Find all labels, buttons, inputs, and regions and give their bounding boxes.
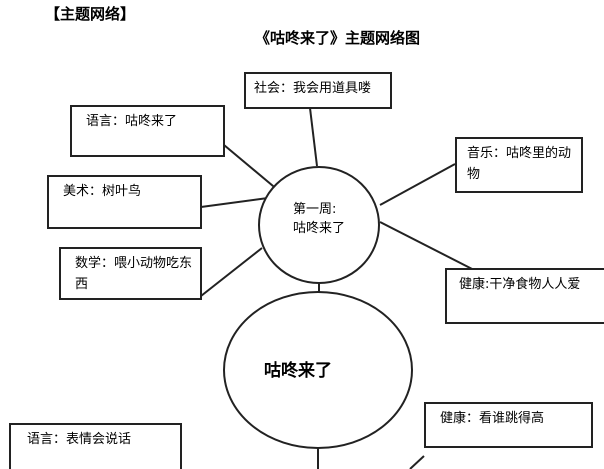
main-circle	[223, 291, 413, 449]
week-topic: 咕咚来了	[293, 221, 346, 236]
node-language-2: 语言：表情会说话	[9, 423, 182, 469]
node-health-2: 健康：看谁跳得高	[424, 402, 593, 448]
week-label: 第一周:	[293, 202, 337, 217]
section-heading: 【主题网络】	[45, 5, 136, 23]
node-social: 社会：我会用道具喽	[244, 72, 392, 109]
connector-health1	[379, 221, 479, 273]
connector-art	[200, 197, 269, 208]
connector-health2	[409, 455, 425, 469]
connector-music	[379, 163, 456, 206]
connector-language1	[223, 144, 280, 192]
node-health-1: 健康:干净食物人人爱	[445, 268, 604, 324]
node-language-1: 语言：咕咚来了	[70, 105, 225, 157]
node-music: 音乐：咕咚里的动物	[455, 137, 583, 193]
page-title: 《咕咚来了》主题网络图	[255, 29, 421, 47]
week-circle	[258, 166, 380, 284]
connector-math	[200, 247, 263, 297]
connector-social	[309, 107, 318, 167]
main-topic: 咕咚来了	[264, 361, 332, 381]
node-math: 数学：喂小动物吃东西	[59, 247, 202, 300]
node-art: 美术：树叶鸟	[47, 175, 202, 229]
